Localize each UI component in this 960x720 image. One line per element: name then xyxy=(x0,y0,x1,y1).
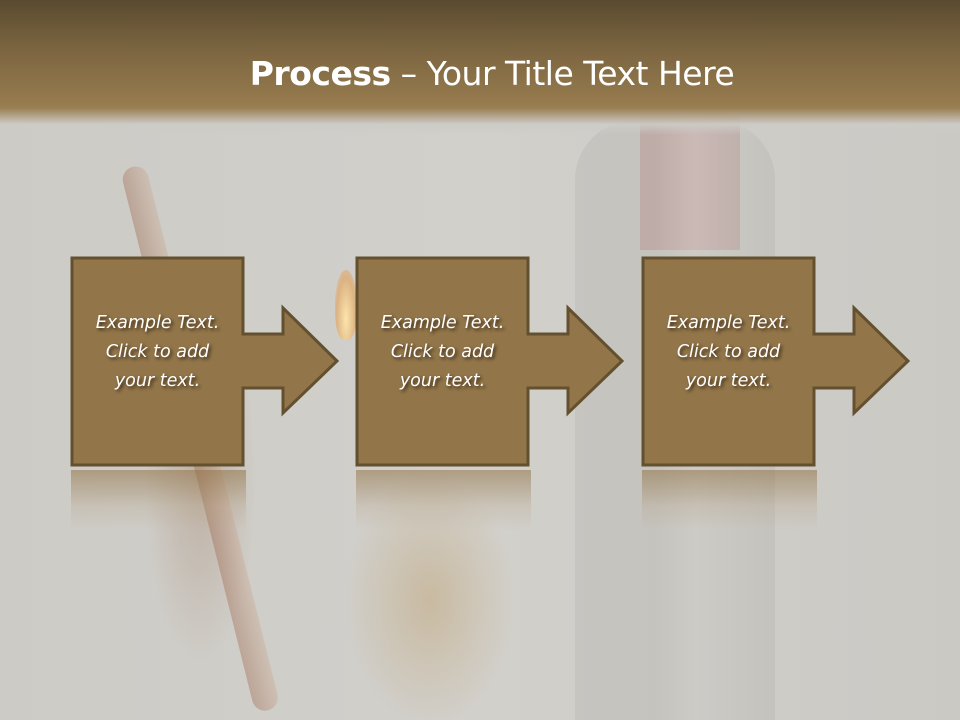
step-text-line: Click to add xyxy=(105,342,210,362)
step-3-reflection xyxy=(642,470,817,530)
step-text-line: Click to add xyxy=(676,342,781,362)
step-text-line: Click to add xyxy=(390,342,495,362)
step-1-shape xyxy=(70,256,340,467)
slide-title[interactable]: Process – Your Title Text Here xyxy=(0,54,960,93)
title-rest: – Your Title Text Here xyxy=(390,54,735,93)
title-bold: Process xyxy=(249,54,391,93)
title-banner xyxy=(0,0,960,135)
step-text-line: Example Text. xyxy=(380,313,505,333)
step-3-shape xyxy=(641,256,911,467)
step-text-line: Example Text. xyxy=(95,313,220,333)
step-text-line: Example Text. xyxy=(666,313,791,333)
candle-flame-image xyxy=(335,270,357,340)
step-1-reflection xyxy=(71,470,246,530)
step-text-line: your text. xyxy=(114,371,201,391)
step-2-text[interactable]: Example Text. Click to add your text. xyxy=(356,309,529,396)
step-3-text[interactable]: Example Text. Click to add your text. xyxy=(642,309,815,396)
step-text-line: your text. xyxy=(399,371,486,391)
step-text-line: your text. xyxy=(685,371,772,391)
step-2-shape xyxy=(355,256,625,467)
step-1-text[interactable]: Example Text. Click to add your text. xyxy=(71,309,244,396)
step-2-reflection xyxy=(356,470,531,530)
